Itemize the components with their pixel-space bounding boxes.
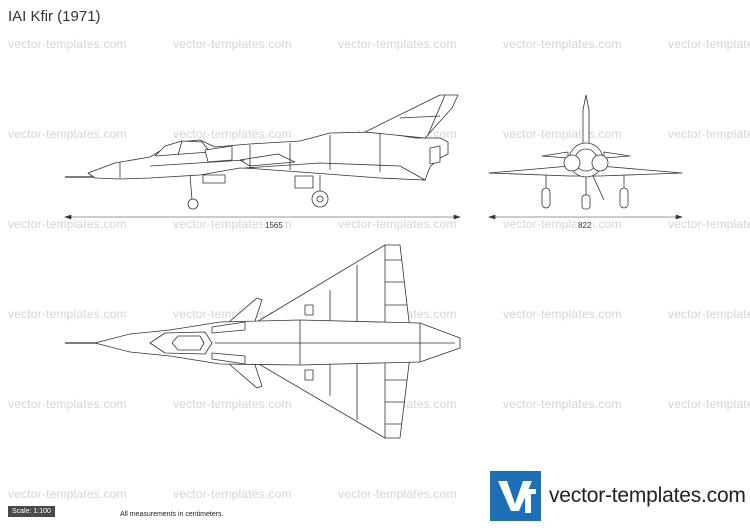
page-title: IAI Kfir (1971): [8, 8, 101, 25]
dimension-lines: [64, 214, 683, 220]
watermark-text: vector-templates.com: [668, 397, 750, 411]
watermark-text: vector-templates.com: [173, 127, 292, 141]
watermark-text: vector-templates.com: [173, 307, 292, 321]
watermark-text: vector-templates.com: [338, 37, 457, 51]
watermark-text: vector-templates.com: [503, 37, 622, 51]
scale-badge: Scale: 1:100: [8, 506, 55, 517]
watermark-text: vector-templates.com: [8, 397, 127, 411]
top-view: [65, 244, 461, 439]
watermark-text: vector-templates.com: [503, 397, 622, 411]
front-span-dimension: 822: [576, 221, 594, 230]
watermark-text: vector-templates.com: [173, 397, 292, 411]
watermark-text: vector-templates.com: [503, 127, 622, 141]
front-view: [488, 94, 683, 210]
watermark-text: vector-templates.com: [8, 307, 127, 321]
watermark-text: vector-templates.com: [668, 217, 750, 231]
watermark-text: vector-templates.com: [338, 217, 457, 231]
measurement-note: All measurements in centimeters.: [120, 511, 224, 518]
side-view: [65, 94, 459, 210]
watermark-text: vector-templates.com: [173, 217, 292, 231]
watermark-text: vector-templates.com: [668, 127, 750, 141]
watermark-text: vector-templates.com: [668, 37, 750, 51]
watermark-text: vector-templates.com: [8, 127, 127, 141]
watermark-row: vector-templates.com vector-templates.co…: [0, 37, 750, 51]
brand-name[interactable]: vector-templates.com: [549, 484, 746, 507]
watermark-text: vector-templates.com: [8, 487, 127, 501]
watermark-text: vector-templates.com: [503, 307, 622, 321]
watermark-text: vector-templates.com: [173, 487, 292, 501]
watermark-text: vector-templates.com: [668, 307, 750, 321]
watermark-text: vector-templates.com: [8, 37, 127, 51]
watermark-text: vector-templates.com: [8, 217, 127, 231]
watermark-row: vector-templates.com vector-templates.co…: [0, 487, 750, 501]
watermark-text: vector-templates.com: [338, 487, 457, 501]
side-length-dimension: 1565: [263, 221, 285, 230]
brand-logo-icon: [490, 471, 541, 521]
watermark-text: vector-templates.com: [173, 37, 292, 51]
